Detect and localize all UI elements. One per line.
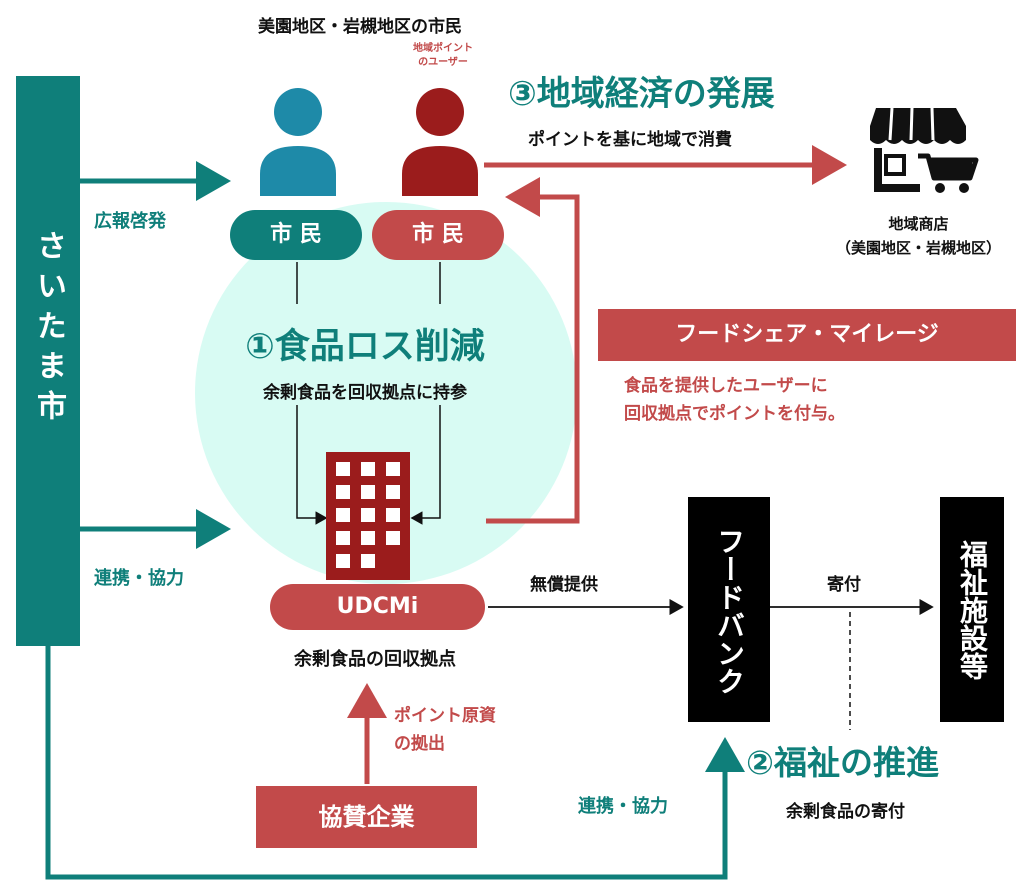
section1-title: ①食品ロス削減 bbox=[245, 327, 485, 367]
udcmi-button[interactable]: UDCMi bbox=[270, 584, 485, 630]
citizen-button-teal[interactable]: 市 民 bbox=[230, 210, 362, 260]
store-name: 地域商店 bbox=[888, 215, 949, 233]
mileage-line-1: 食品を提供したユーザーに bbox=[624, 376, 828, 396]
point-funds-line-1: ポイント原資 bbox=[394, 706, 496, 726]
point-funds-line-2: の拠出 bbox=[394, 734, 445, 754]
person-icon bbox=[260, 88, 336, 196]
point-users-line-2: のユーザー bbox=[418, 57, 468, 68]
citizen-button-red[interactable]: 市 民 bbox=[372, 210, 504, 260]
point-funds-label: ポイント原資 の拠出 bbox=[394, 702, 496, 758]
point-users-line-1: 地域ポイント bbox=[413, 43, 473, 54]
mileage-line-2: 回収拠点でポイントを付与。 bbox=[624, 404, 845, 424]
cooperation-label-city: 連携・協力 bbox=[94, 568, 184, 589]
city-bar bbox=[16, 76, 80, 646]
city-label: さいたま市 bbox=[31, 230, 66, 430]
section3-subtitle: ポイントを基に地域で消費 bbox=[528, 130, 732, 150]
donation-label: 寄付 bbox=[827, 575, 861, 595]
section1-subtitle: 余剰食品を回収拠点に持参 bbox=[263, 383, 467, 403]
mileage-description: 食品を提供したユーザーに 回収拠点でポイントを付与。 bbox=[624, 372, 845, 428]
udcmi-caption: 余剰食品の回収拠点 bbox=[294, 649, 456, 670]
building-icon bbox=[326, 452, 410, 580]
store-label: 地域商店 （美園地区・岩槻地区） bbox=[816, 212, 1021, 260]
welfare-label: 福祉施設等 bbox=[956, 540, 989, 680]
citizens-area-label: 美園地区・岩槻地区の市民 bbox=[258, 17, 462, 37]
section2-subtitle: 余剰食品の寄付 bbox=[786, 802, 905, 822]
point-users-label: 地域ポイント のユーザー bbox=[383, 42, 503, 70]
sponsor-button[interactable]: 協賛企業 bbox=[256, 786, 477, 848]
food-share-mileage-banner: フードシェア・マイレージ bbox=[598, 309, 1016, 361]
foodbank-box bbox=[688, 497, 770, 722]
cooperation-label-foodbank: 連携・協力 bbox=[578, 796, 668, 817]
section2-title: ②福祉の推進 bbox=[746, 743, 939, 782]
section3-title: ③地域経済の発展 bbox=[508, 74, 775, 114]
foodbank-label: フードバンク bbox=[713, 526, 746, 695]
pr-label: 広報啓発 bbox=[94, 211, 166, 232]
store-cart-icon bbox=[870, 107, 979, 193]
welfare-box bbox=[940, 497, 1004, 722]
store-area: （美園地区・岩槻地区） bbox=[835, 239, 1001, 257]
person-icon bbox=[402, 88, 478, 196]
free-provision-label: 無償提供 bbox=[530, 575, 598, 595]
